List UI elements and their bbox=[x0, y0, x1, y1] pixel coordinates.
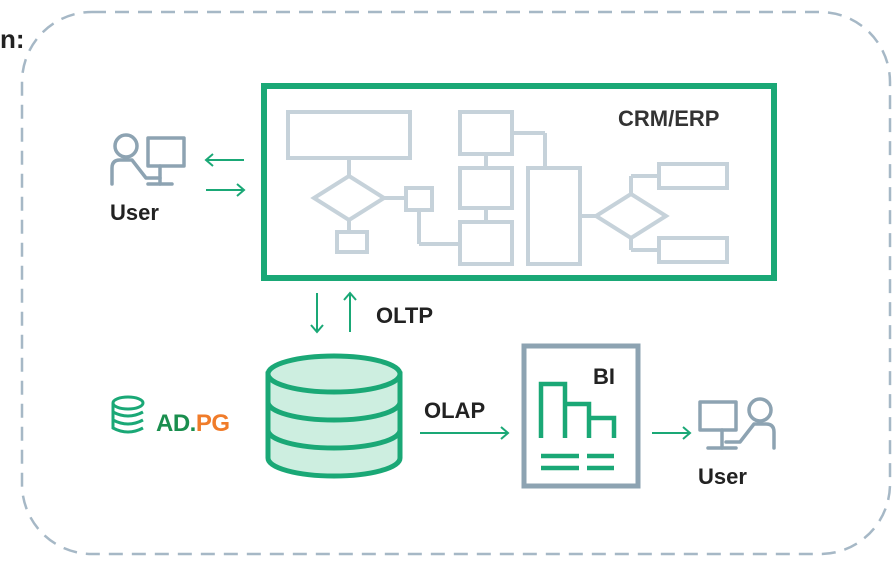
crm-erp-label: CRM/ERP bbox=[618, 106, 720, 131]
user-right-label: User bbox=[698, 464, 747, 489]
olap-arrow bbox=[420, 426, 510, 440]
user-crm-arrows bbox=[204, 153, 246, 197]
dashed-boundary bbox=[20, 10, 892, 556]
corner-label: n: bbox=[0, 24, 25, 54]
crm-erp-box bbox=[261, 83, 777, 281]
crm-flowchart bbox=[286, 110, 729, 266]
adpg-logo-dot: . bbox=[189, 410, 197, 437]
adpg-logo-part2: PG bbox=[195, 410, 230, 437]
bi-label: BI bbox=[593, 364, 615, 389]
bi-report-icon bbox=[521, 343, 641, 489]
adpg-logo-icon bbox=[111, 395, 145, 434]
bi-user-arrow bbox=[652, 426, 692, 440]
user-computer-icon bbox=[110, 133, 186, 186]
adpg-logo-part1: AD bbox=[156, 410, 190, 437]
database-icon bbox=[265, 353, 403, 479]
user-computer-icon bbox=[698, 397, 776, 450]
adpg-logo: AD.PG bbox=[156, 410, 230, 438]
user-left-label: User bbox=[110, 200, 159, 225]
oltp-arrows bbox=[310, 291, 357, 334]
oltp-label: OLTP bbox=[376, 303, 434, 328]
olap-label: OLAP bbox=[424, 398, 486, 423]
